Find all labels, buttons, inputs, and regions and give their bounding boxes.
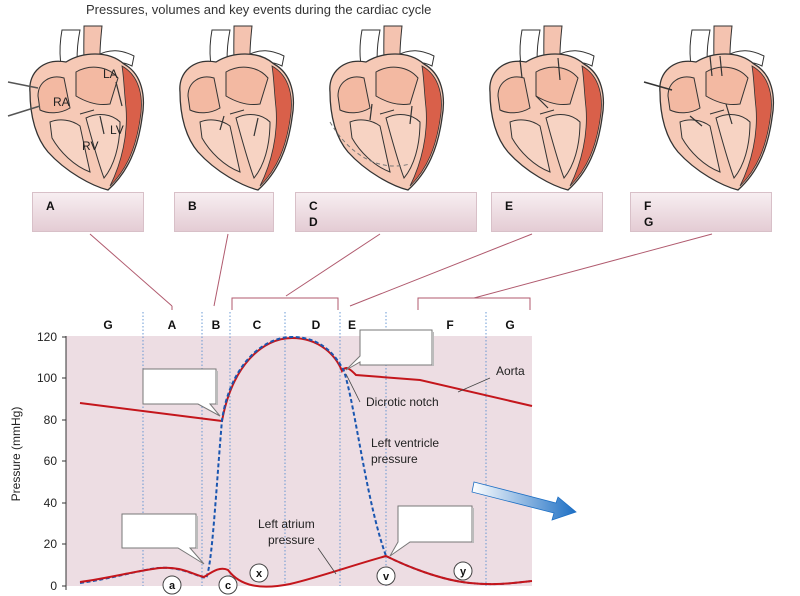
callout-bubbles	[121, 329, 473, 565]
wave-y-marker	[453, 561, 473, 581]
aorta-pressure-curve	[79, 336, 533, 423]
dicrotic-notch-leader-line	[345, 373, 361, 403]
annotation-la-pressure-line2: pressure	[268, 533, 315, 547]
heart-diagram-5	[643, 25, 775, 191]
y-tick-40: 40	[44, 496, 58, 510]
y-tick-0: 0	[50, 579, 57, 593]
label-box-e: E	[491, 192, 603, 232]
phase-label-g1: G	[103, 318, 112, 332]
y-tick-80: 80	[44, 413, 58, 427]
label-box-cd: C D	[295, 192, 477, 232]
label-box-a: A	[32, 192, 144, 232]
heart-diagram-1: RA LA RV LV	[7, 25, 145, 191]
aorta-leader-line	[457, 377, 491, 393]
y-tick-120: 120	[37, 330, 57, 344]
callout-mitral-valve-opens	[389, 505, 473, 557]
annotation-lv-pressure-line2: pressure	[371, 452, 418, 466]
label-box-cd-line-1: C	[309, 199, 318, 213]
page-title: Pressures, volumes and key events during…	[86, 2, 432, 17]
heart-label-rv: RV	[82, 139, 98, 153]
phase-label-g2: G	[505, 318, 514, 332]
annotation-la-pressure-line1: Left atrium	[258, 517, 315, 531]
connector-lines	[89, 233, 713, 310]
wave-c-marker	[218, 575, 238, 595]
label-box-fg-line-1: F	[644, 199, 652, 213]
label-box-fg-line-2: G	[644, 215, 654, 229]
heart-diagram-3	[329, 25, 445, 191]
phase-label-a: A	[168, 318, 177, 332]
label-box-e-line-1: E	[505, 199, 514, 213]
y-axis-label: Pressure (mmHg)	[9, 407, 23, 502]
wave-a-label: a	[169, 580, 176, 592]
annotation-aorta: Aorta	[496, 364, 525, 378]
y-tick-100: 100	[37, 371, 57, 385]
phase-header: G A B C D E F G	[103, 318, 514, 332]
callout-shadows	[196, 332, 474, 549]
label-box-b: B	[174, 192, 274, 232]
la-pressure-leader-line	[317, 547, 337, 575]
wave-a-marker	[162, 575, 182, 595]
y-tick-60: 60	[44, 454, 58, 468]
wave-v-marker	[376, 566, 396, 586]
heart-diagram-2	[179, 25, 295, 191]
phase-label-b: B	[212, 318, 221, 332]
annotation-dicrotic-notch: Dicrotic notch	[366, 395, 439, 409]
wave-x-marker	[249, 563, 269, 583]
blue-arrow-icon	[471, 481, 577, 521]
wave-c-label: c	[225, 580, 231, 592]
y-tick-20: 20	[44, 537, 58, 551]
label-box-fg: F G	[630, 192, 772, 232]
phase-label-c: C	[253, 318, 262, 332]
y-axis-ticks: 120 100 80 60 40 20 0	[37, 330, 66, 593]
label-box-b-line-1: B	[188, 199, 197, 213]
heart-label-ra: RA	[53, 95, 70, 109]
heart-label-la: LA	[103, 67, 118, 81]
label-box-a-line-1: A	[46, 199, 55, 213]
heart-diagram-4	[489, 25, 605, 191]
heart-label-lv: LV	[110, 123, 124, 137]
wave-x-label: x	[256, 568, 263, 580]
phase-label-d: D	[312, 318, 321, 332]
left-atrium-pressure-curve	[79, 554, 533, 588]
phase-label-e: E	[348, 318, 356, 332]
wave-v-label: v	[383, 571, 390, 583]
wave-y-label: y	[460, 566, 467, 578]
annotation-lv-pressure-line1: Left ventricle	[371, 436, 439, 450]
phase-label-f: F	[446, 318, 453, 332]
wave-markers: a c x v y	[162, 561, 473, 595]
label-box-cd-line-2: D	[309, 215, 318, 229]
